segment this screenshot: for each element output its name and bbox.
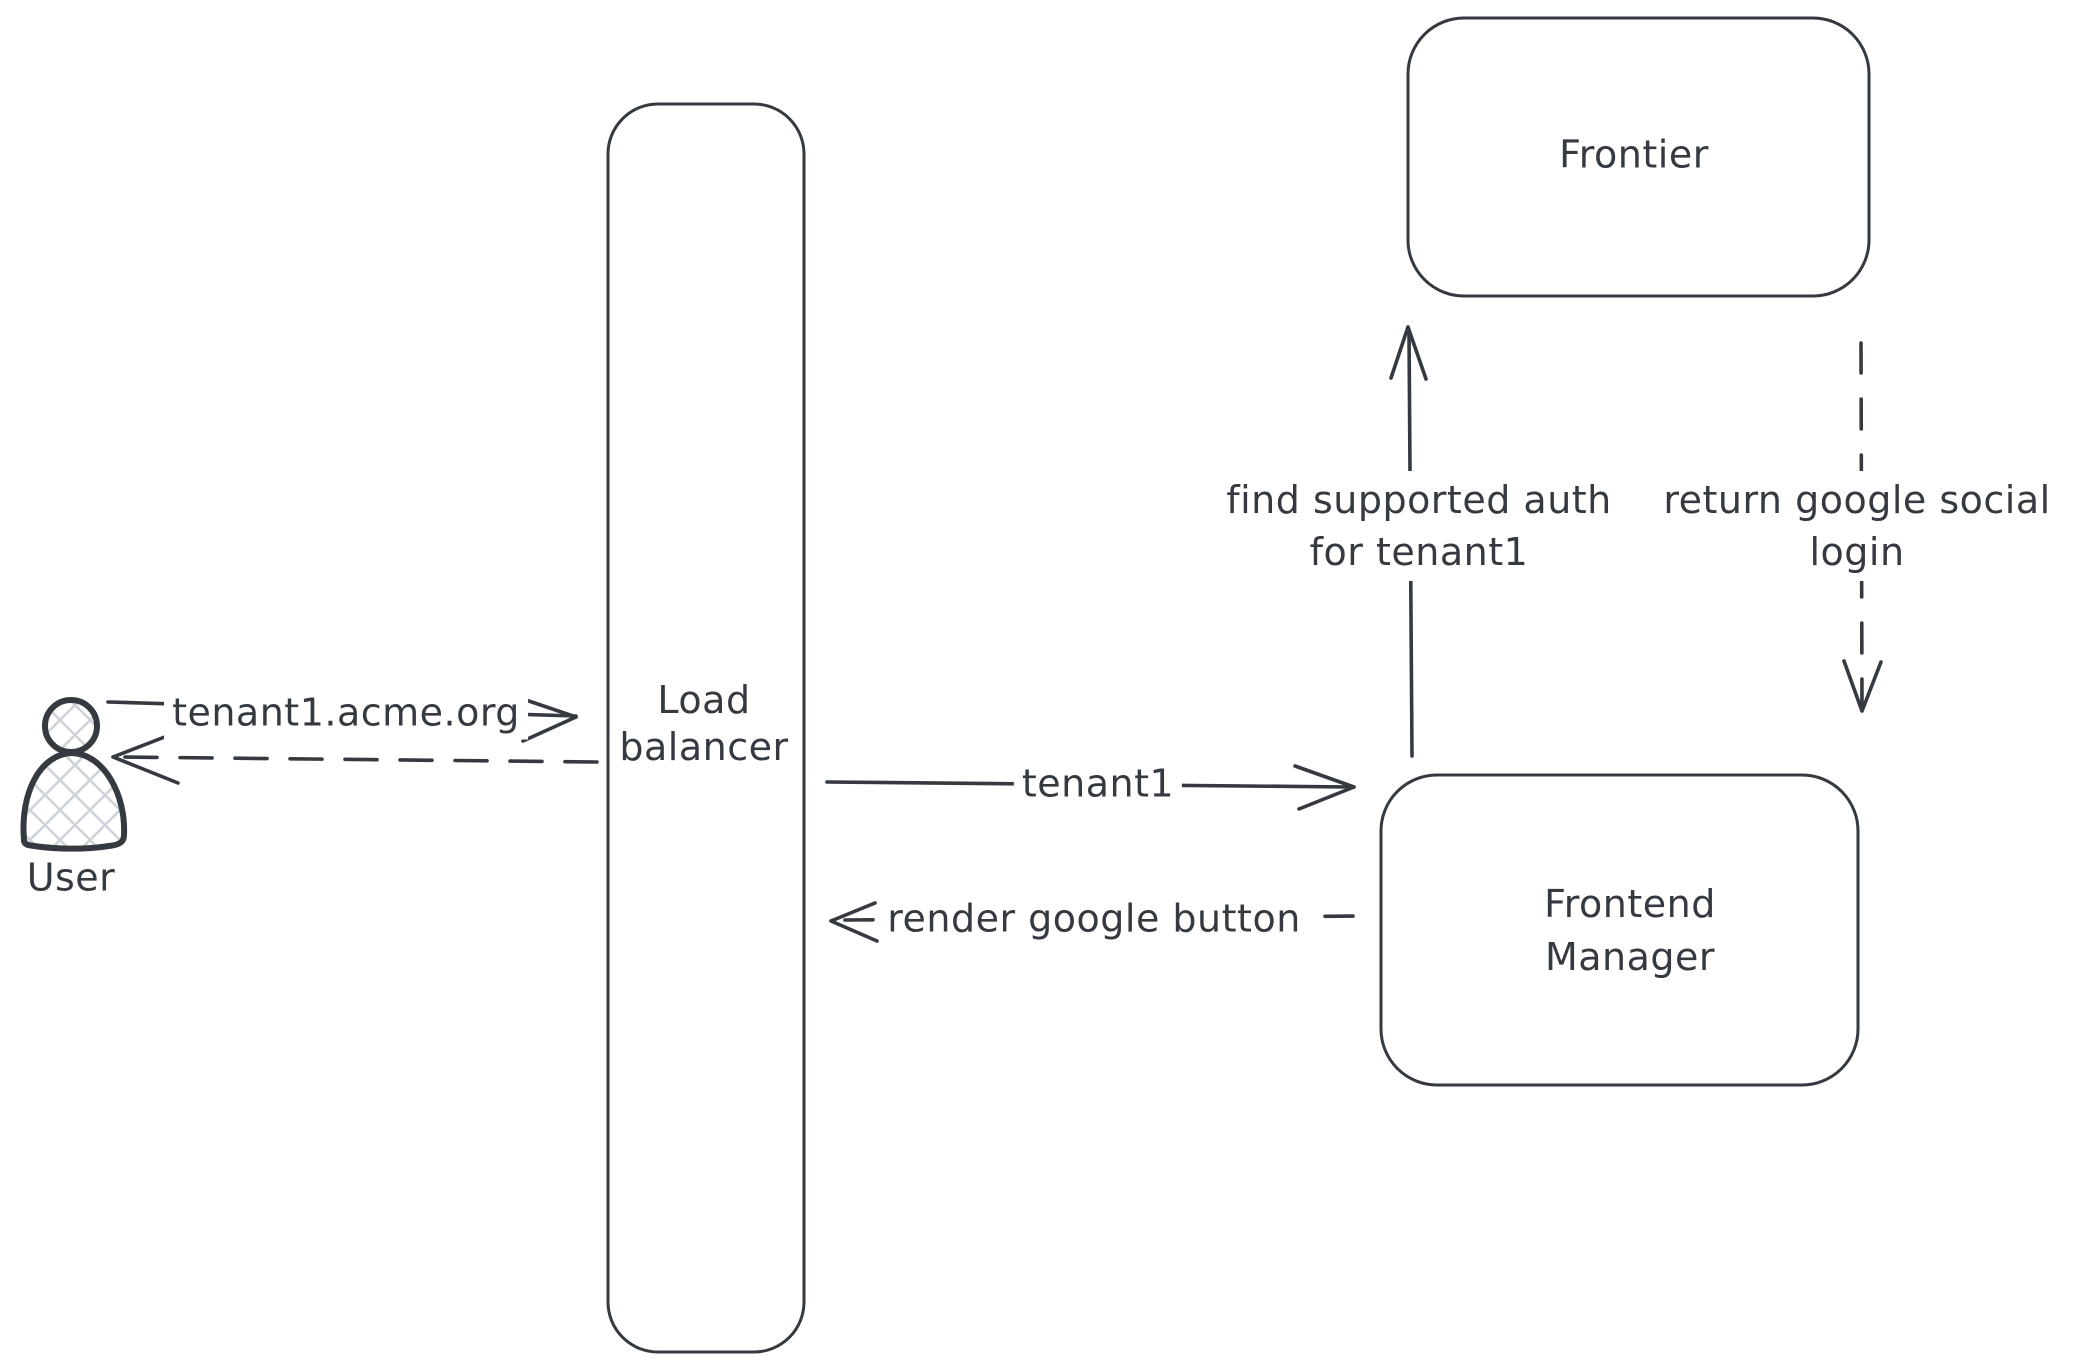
label-line-2: balancer [619,725,789,769]
arrowhead-up-icon [1389,325,1428,381]
label-line-1: return google social [1663,478,2051,522]
arrowhead-left-icon [829,901,879,943]
node-label-frontend-manager: Frontend Manager [1544,878,1716,984]
edge-label-find-supported-auth: find supported auth for tenant1 [1218,471,1620,581]
label-line-2: Manager [1544,935,1716,979]
label-line-1: Frontend [1544,882,1716,926]
load-balancer-box [606,102,806,1354]
node-label-load-balancer: Load balancer [619,677,788,771]
label-line-1: find supported auth [1226,478,1612,522]
node-label-user: User [26,855,116,900]
edge-label-tenant1: tenant1 [1013,757,1183,811]
arrowhead-right-icon [1293,764,1356,811]
user-icon [20,697,128,852]
edge-label-tenant1-acme-org: tenant1.acme.org [164,686,528,740]
edge-label-return-google-social-login: return google social login [1655,471,2059,581]
label-line-2: login [1809,530,1905,574]
arrowhead-down-icon [1842,659,1883,713]
user-head [42,697,100,755]
user-body [20,750,128,852]
label-line-2: for tenant1 [1309,530,1529,574]
arrowhead-right-icon [518,696,578,743]
label-line-1: Load [657,678,751,722]
frontend-manager-box [1379,773,1860,1087]
node-label-frontier: Frontier [1559,132,1709,177]
frontier-box [1406,16,1871,298]
edge-label-render-google-button: render google button [879,892,1309,946]
